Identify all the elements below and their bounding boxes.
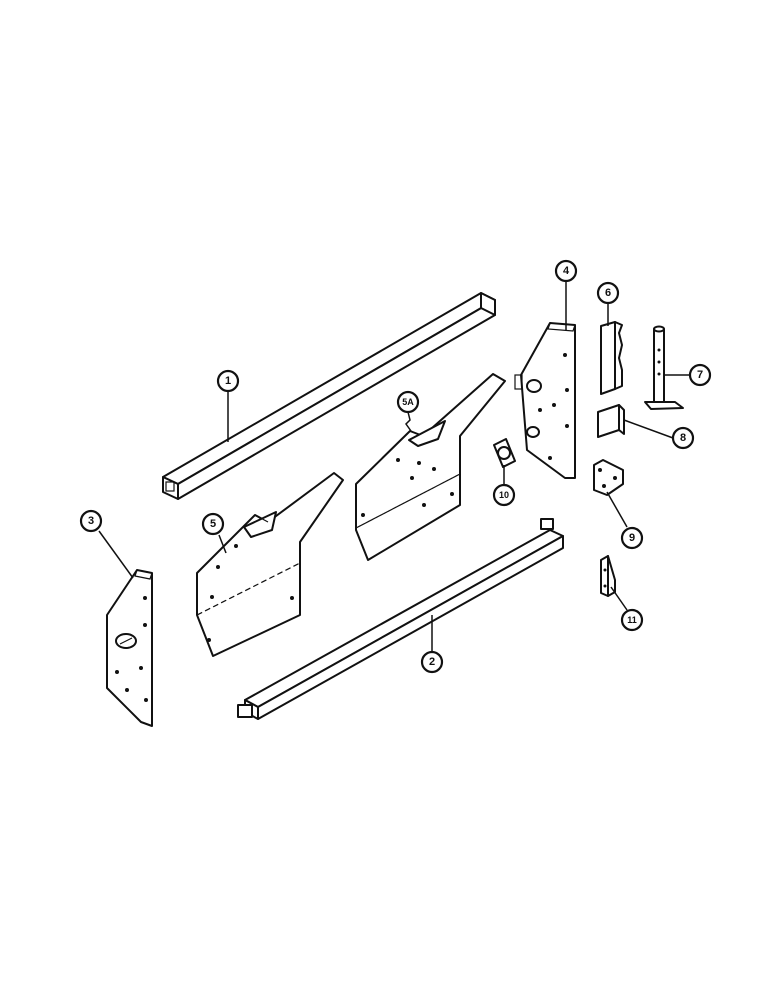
callout-8-label: 8 (680, 432, 686, 444)
part-10-bushing (493, 438, 516, 468)
callout-3-label: 3 (88, 515, 94, 527)
callout-4: 4 (554, 259, 578, 283)
part-1-upper-tube (162, 292, 496, 500)
part-8-bracket (597, 404, 625, 438)
leader-lines (98, 281, 689, 652)
callout-1: 1 (216, 369, 240, 393)
part-2-lower-tube (237, 518, 564, 720)
callout-9: 9 (620, 526, 644, 550)
callout-11-label: 11 (627, 615, 637, 625)
part-9-gusset (593, 459, 624, 496)
callout-5-label: 5 (210, 518, 216, 530)
callout-5a-label: 5A (402, 397, 414, 407)
callout-4-label: 4 (563, 265, 570, 277)
callout-6: 6 (596, 281, 620, 305)
callout-11: 11 (620, 608, 644, 632)
part-5a-divider-sheet (355, 373, 506, 561)
callout-10: 10 (492, 483, 516, 507)
callout-10-label: 10 (499, 490, 509, 500)
callout-7: 7 (688, 363, 712, 387)
callout-7-label: 7 (697, 369, 703, 381)
callout-3: 3 (79, 509, 103, 533)
part-7-post (644, 325, 684, 410)
callout-1-label: 1 (225, 375, 231, 387)
part-5-divider-sheet (196, 472, 344, 657)
part-6-channel (600, 321, 623, 395)
callout-5: 5 (201, 512, 225, 536)
part-4-side-plate (514, 322, 576, 479)
callout-9-label: 9 (629, 532, 635, 544)
callout-8: 8 (671, 426, 695, 450)
part-3-side-plate (106, 569, 153, 727)
callout-2-label: 2 (429, 656, 435, 668)
callout-6-label: 6 (605, 287, 611, 299)
callout-2: 2 (420, 650, 444, 674)
callout-5a: 5A (396, 390, 420, 414)
